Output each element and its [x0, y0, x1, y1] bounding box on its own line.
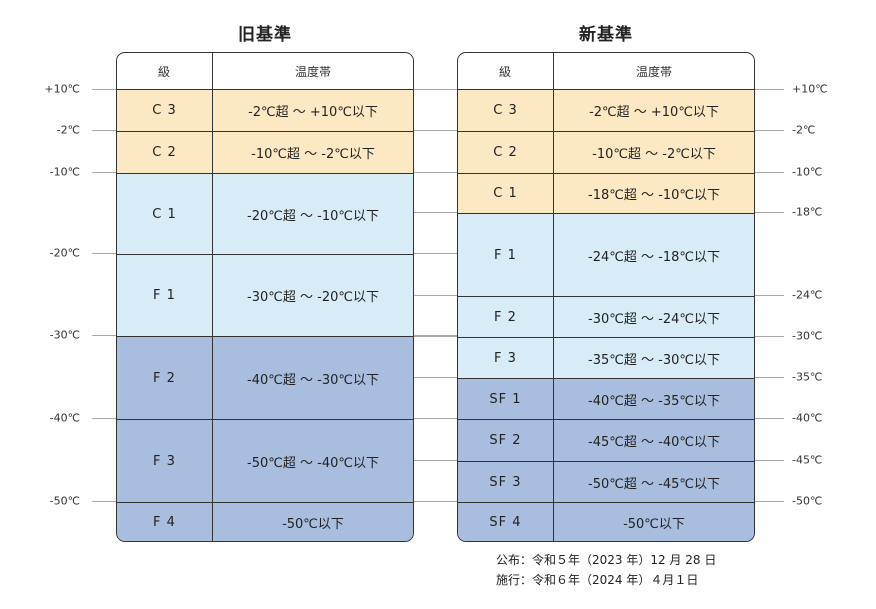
range-cell: -2℃超 ～ +10℃以下: [248, 105, 378, 120]
grade-cell: C 2: [458, 132, 554, 173]
new-temp-label: +10℃: [792, 82, 828, 96]
grade-cell: F 3: [117, 420, 213, 502]
grade-cell: C 3: [458, 90, 554, 131]
table-row: SF 2 -45℃超 ～ -40℃以下: [458, 419, 754, 461]
grade-cell: C 2: [117, 132, 213, 173]
new-temp-label: -2℃: [792, 123, 816, 137]
table-row: C 3 -2℃超 ～ +10℃以下: [458, 89, 754, 131]
enforced-date-note: 施行：令和６年（2024 年）４月１日: [496, 573, 699, 587]
table-row: SF 4 -50℃以下: [458, 502, 754, 541]
old-temp-label: +10℃: [44, 82, 80, 96]
old-temp-label: -20℃: [49, 246, 80, 260]
grade-column-header: 級: [458, 53, 554, 89]
table-row: C 2 -10℃超 ～ -2℃以下: [458, 131, 754, 173]
table-header: 級 温度帯: [117, 53, 413, 89]
new-temp-label: -50℃: [792, 494, 823, 508]
range-column-header: 温度帯: [294, 64, 331, 79]
new-temp-label: -24℃: [792, 288, 823, 302]
table-row: SF 3 -50℃超 ～ -45℃以下: [458, 461, 754, 502]
range-cell: -2℃超 ～ +10℃以下: [589, 105, 719, 120]
old-standard-title: 旧基準: [238, 25, 292, 45]
grade-cell: F 1: [117, 255, 213, 336]
grade-cell: SF 2: [458, 420, 554, 461]
table-row: F 4 -50℃以下: [117, 502, 413, 541]
new-standard-title: 新基準: [579, 25, 633, 45]
old-temp-label: -2℃: [56, 123, 80, 137]
old-standard-table: 級 温度帯 C 3 -2℃超 ～ +10℃以下 C 2 -10℃超 ～ -2℃以…: [116, 52, 414, 542]
range-cell: -24℃超 ～ -18℃以下: [588, 249, 720, 265]
range-cell: -50℃超 ～ -45℃以下: [588, 476, 720, 492]
grade-cell: F 2: [117, 337, 213, 419]
grade-cell: F 4: [117, 503, 213, 541]
new-temp-label: -40℃: [792, 411, 823, 425]
range-column-header: 温度帯: [635, 64, 672, 79]
range-cell: -45℃超 ～ -40℃以下: [588, 435, 720, 450]
table-row: F 2 -30℃超 ～ -24℃以下: [458, 296, 754, 337]
grade-cell: C 1: [458, 174, 554, 213]
range-cell: -35℃超 ～ -30℃以下: [588, 352, 720, 368]
old-temp-label: -50℃: [49, 494, 80, 508]
old-temp-label: -30℃: [49, 328, 80, 342]
table-row: C 1 -18℃超 ～ -10℃以下: [458, 173, 754, 213]
range-cell: -18℃超 ～ -10℃以下: [588, 188, 720, 203]
range-cell: -10℃超 ～ -2℃以下: [592, 147, 716, 162]
table-row: F 3 -50℃超 ～ -40℃以下: [117, 419, 413, 502]
old-temp-label: -40℃: [49, 411, 80, 425]
grade-column-header: 級: [117, 53, 213, 89]
new-temp-label: -18℃: [792, 205, 823, 219]
table-row: F 1 -24℃超 ～ -18℃以下: [458, 213, 754, 296]
old-temp-label: -10℃: [49, 165, 80, 179]
range-cell: -10℃超 ～ -2℃以下: [251, 147, 375, 162]
grade-cell: C 1: [117, 174, 213, 254]
table-row: C 3 -2℃超 ～ +10℃以下: [117, 89, 413, 131]
table-row: F 3 -35℃超 ～ -30℃以下: [458, 337, 754, 378]
grade-cell: C 3: [117, 90, 213, 131]
published-date-note: 公布：令和５年（2023 年）12 月 28 日: [496, 553, 717, 567]
range-cell: -40℃超 ～ -35℃以下: [588, 393, 720, 409]
table-header: 級 温度帯: [458, 53, 754, 89]
table-row: F 1 -30℃超 ～ -20℃以下: [117, 254, 413, 336]
range-cell: -50℃以下: [623, 517, 685, 532]
grade-cell: F 2: [458, 297, 554, 337]
table-row: SF 1 -40℃超 ～ -35℃以下: [458, 378, 754, 419]
new-temp-label: -30℃: [792, 329, 823, 343]
grade-cell: F 3: [458, 338, 554, 378]
range-cell: -50℃超 ～ -40℃以下: [247, 455, 379, 471]
table-row: C 1 -20℃超 ～ -10℃以下: [117, 173, 413, 254]
grade-cell: F 1: [458, 214, 554, 296]
grade-cell: SF 3: [458, 462, 554, 502]
range-cell: -30℃超 ～ -24℃以下: [588, 311, 720, 327]
new-temp-label: -35℃: [792, 370, 823, 384]
range-cell: -30℃超 ～ -20℃以下: [247, 290, 379, 305]
new-temp-label: -10℃: [792, 165, 823, 179]
range-cell: -50℃以下: [282, 517, 344, 532]
table-row: C 2 -10℃超 ～ -2℃以下: [117, 131, 413, 173]
table-row: F 2 -40℃超 ～ -30℃以下: [117, 336, 413, 419]
range-cell: -40℃超 ～ -30℃以下: [247, 372, 379, 388]
range-cell: -20℃超 ～ -10℃以下: [247, 208, 379, 224]
new-standard-table: 級 温度帯 C 3 -2℃超 ～ +10℃以下 C 2 -10℃超 ～ -2℃以…: [457, 52, 755, 542]
grade-cell: SF 1: [458, 379, 554, 419]
new-temp-label: -45℃: [792, 453, 823, 467]
grade-cell: SF 4: [458, 503, 554, 541]
